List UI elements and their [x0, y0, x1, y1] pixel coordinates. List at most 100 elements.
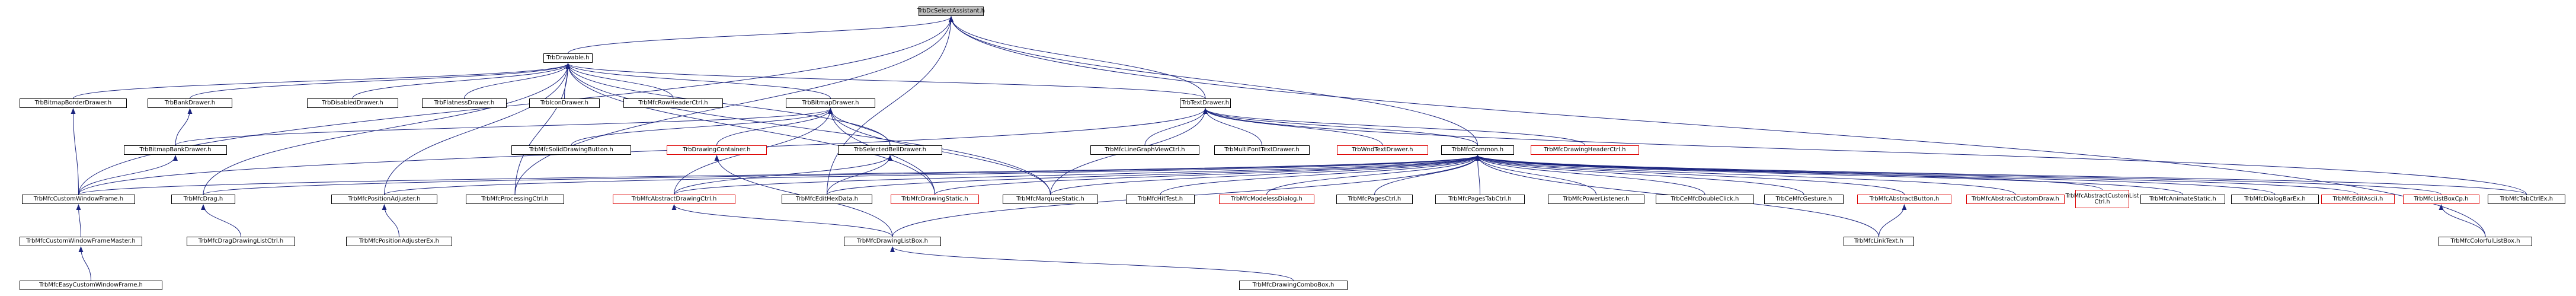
- edge-posadjustex-to-posadjust: [382, 204, 399, 237]
- edge-linktext-to-abstractbutton: [1879, 204, 1907, 237]
- edge-customframe-to-bitmapborder: [71, 108, 79, 195]
- node-drawingcontainer[interactable]: TrbDrawingContainer.h: [667, 145, 767, 155]
- edge-pagestabctrl-to-mfccommon: [1475, 155, 1480, 195]
- edge-colorfullist-to-root: [949, 16, 2486, 237]
- node-bankdrawer[interactable]: TrbBankDrawer.h: [148, 98, 232, 108]
- edge-customframe-to-mfccommon: [78, 155, 1480, 195]
- edge-edithexdata-to-root: [827, 16, 953, 195]
- node-dialogbarex[interactable]: TrbMfcDialogBarEx.h: [2231, 195, 2319, 204]
- node-rowheader[interactable]: TrbMfcRowHeaderCtrl.h: [623, 98, 723, 108]
- edge-bitmapdrawer-to-drawable: [565, 63, 831, 99]
- node-powerlistener[interactable]: TrbMfcPowerListener.h: [1548, 195, 1644, 204]
- node-pagesctrl[interactable]: TrbMfcPagesCtrl.h: [1336, 195, 1413, 204]
- edge-customframe-to-textdrawer: [78, 108, 1208, 195]
- node-textdrawer[interactable]: TrbTextDrawer.h: [1180, 98, 1231, 108]
- node-abstractcustomdraw[interactable]: TrbMfcAbstractCustomDraw.h: [1966, 195, 2065, 204]
- edge-pagesctrl-to-mfccommon: [1374, 155, 1480, 195]
- edge-dblclick-to-mfccommon: [1475, 155, 1705, 195]
- edge-bitmapborder-to-drawable: [73, 63, 571, 99]
- edge-frameminster-to-customframe: [76, 204, 81, 237]
- edge-drawable-to-root: [568, 16, 953, 54]
- edge-drag-to-drawable: [203, 63, 571, 195]
- edge-bitmapbank-to-bankdrawer: [175, 108, 193, 146]
- edge-solidbutton-to-bitmapdrawer: [571, 108, 833, 146]
- edge-drawingcontainer-to-bitmapdrawer: [716, 108, 833, 146]
- edge-textdrawer-to-drawable: [565, 63, 1206, 99]
- node-easyframe[interactable]: TrbMfcEasyCustomWindowFrame.h: [20, 281, 162, 290]
- edge-marquee-to-drawable: [565, 63, 1051, 195]
- edge-posadjust-to-drawable: [384, 63, 571, 195]
- node-pagestabctrl[interactable]: TrbMfcPagesTabCtrl.h: [1435, 195, 1525, 204]
- node-multifont[interactable]: TrbMultiFontTextDrawer.h: [1214, 145, 1310, 155]
- edge-tabctrlex-to-mfccommon: [1475, 155, 2527, 195]
- node-abstractcustomlist[interactable]: TrbMfcAbstractCustomList Ctrl.h: [2066, 190, 2139, 208]
- node-animatestatic[interactable]: TrbMfcAnimateStatic.h: [2140, 195, 2225, 204]
- edge-hittest-to-mfccommon: [1160, 155, 1480, 195]
- edge-customframe-to-bitmapbank: [78, 155, 178, 195]
- edge-tabctrlex-to-textdrawer: [1203, 108, 2527, 195]
- node-bitmapborder[interactable]: TrbBitmapBorderDrawer.h: [20, 98, 127, 108]
- edge-abstractbutton-to-mfccommon: [1475, 155, 1905, 195]
- node-frameminster[interactable]: TrbMfcCustomWindowFrameMaster.h: [20, 237, 142, 246]
- edge-easyframe-to-frameminster: [78, 246, 91, 281]
- node-drawingstatic[interactable]: TrbMfcDrawingStatic.h: [891, 195, 979, 204]
- node-flatness[interactable]: TrbFlatnessDrawer.h: [422, 98, 507, 108]
- node-drag[interactable]: TrbMfcDrag.h: [171, 195, 235, 204]
- node-drawingheader[interactable]: TrbMfcDrawingHeaderCtrl.h: [1531, 145, 1639, 155]
- node-dragdrawinglist[interactable]: TrbMfcDragDrawingListCtrl.h: [187, 237, 295, 246]
- node-gesture[interactable]: TrbCeMfcGesture.h: [1764, 195, 1844, 204]
- node-colorfullist[interactable]: TrbMfcColorfulListBox.h: [2439, 237, 2532, 246]
- edge-abstractcustomdraw-to-mfccommon: [1475, 155, 2016, 195]
- node-posadjustex[interactable]: TrbMfcPositionAdjusterEx.h: [346, 237, 452, 246]
- edge-selectedbell-to-bitmapdrawer: [828, 108, 891, 146]
- edge-multifont-to-textdrawer: [1203, 108, 1262, 146]
- node-root[interactable]: TrbDcSelectAssistant.h: [917, 7, 985, 16]
- node-abstractdrawing[interactable]: TrbMfcAbstractDrawingCtrl.h: [613, 195, 735, 204]
- edge-drawinglistbox-to-abstractdrawing: [671, 204, 893, 237]
- edge-customframe-to-root: [78, 16, 953, 195]
- node-tabctrlex[interactable]: TrbMfcTabCtrlEx.h: [2488, 195, 2565, 204]
- edge-processing-to-drawable: [514, 63, 571, 195]
- edge-animatestatic-to-mfccommon: [1475, 155, 2183, 195]
- node-drawable[interactable]: TrbDrawable.h: [543, 53, 593, 63]
- node-mfccommon[interactable]: TrbMfcCommon.h: [1441, 145, 1514, 155]
- node-solidbutton[interactable]: TrbMfcSolidDrawingButton.h: [511, 145, 631, 155]
- node-bitmapbank[interactable]: TrbBitmapBankDrawer.h: [124, 145, 227, 155]
- node-marquee[interactable]: TrbMfcMarqueeStatic.h: [1003, 195, 1098, 204]
- edge-disabled-to-drawable: [352, 63, 571, 99]
- edge-mfccommon-to-textdrawer: [1203, 108, 1478, 146]
- node-linegraph[interactable]: TrbMfcLineGraphViewCtrl.h: [1090, 145, 1199, 155]
- node-edithexdata[interactable]: TrbMfcEditHexData.h: [782, 195, 872, 204]
- edge-colorfullist-to-listboxcp: [2439, 204, 2486, 237]
- edge-editascii-to-mfccommon: [1475, 155, 2359, 195]
- edge-abstractdrawing-to-mfccommon: [674, 155, 1480, 195]
- node-listboxcp[interactable]: TrbMfcListBoxCp.h: [2403, 195, 2479, 204]
- edge-bitmapbank-to-bitmapdrawer: [175, 108, 833, 146]
- edge-mfccommon-to-root: [949, 16, 1478, 146]
- edge-dialogbarex-to-mfccommon: [1475, 155, 2276, 195]
- node-icondrawer[interactable]: TrbIconDrawer.h: [529, 98, 600, 108]
- node-disabled[interactable]: TrbDisabledDrawer.h: [307, 98, 398, 108]
- node-selectedbell[interactable]: TrbSelectedBellDrawer.h: [838, 145, 942, 155]
- node-modeless[interactable]: TrbMfcModelessDialog.h: [1219, 195, 1314, 204]
- edge-posadjust-to-mfccommon: [384, 155, 1480, 195]
- edge-powerlistener-to-mfccommon: [1475, 155, 1596, 195]
- node-hittest[interactable]: TrbMfcHitTest.h: [1126, 195, 1195, 204]
- node-linktext[interactable]: TrbMfcLinkText.h: [1844, 237, 1914, 246]
- edge-flatness-to-drawable: [464, 63, 571, 99]
- edge-marquee-to-mfccommon: [1050, 155, 1480, 195]
- node-abstractbutton[interactable]: TrbMfcAbstractButton.h: [1857, 195, 1951, 204]
- node-wndtext[interactable]: TrbWndTextDrawer.h: [1337, 145, 1428, 155]
- node-editascii[interactable]: TrbMfcEditAscii.h: [2321, 195, 2395, 204]
- node-bitmapdrawer[interactable]: TrbBitmapDrawer.h: [786, 98, 875, 108]
- edge-rowheader-to-drawable: [565, 63, 674, 99]
- node-customframe[interactable]: TrbMfcCustomWindowFrame.h: [22, 195, 135, 204]
- node-processing[interactable]: TrbMfcProcessingCtrl.h: [466, 195, 564, 204]
- node-posadjust[interactable]: TrbMfcPositionAdjuster.h: [331, 195, 437, 204]
- node-drawinglistbox[interactable]: TrbMfcDrawingListBox.h: [844, 237, 941, 246]
- edge-edithexdata-to-mfccommon: [827, 155, 1480, 195]
- node-dblclick[interactable]: TrbCeMfcDoubleClick.h: [1656, 195, 1754, 204]
- node-combobox[interactable]: TrbMfcDrawingComboBox.h: [1239, 281, 1348, 290]
